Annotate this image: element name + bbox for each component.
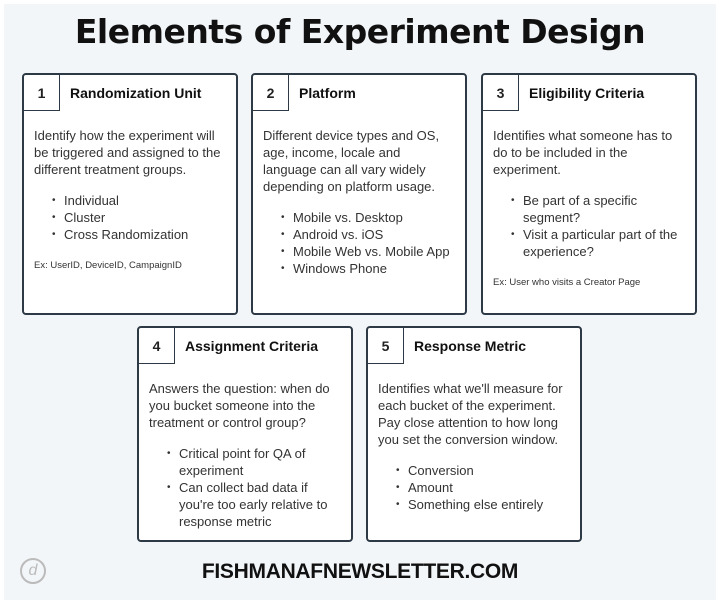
footer-url: FISHMANAFNEWSLETTER.COM <box>201 560 519 583</box>
card-text: Identify how the experiment will be trig… <box>34 128 221 177</box>
list-item: Android vs. iOS <box>281 226 455 243</box>
list-item: Something else entirely <box>396 496 570 513</box>
card-number: 3 <box>483 75 519 111</box>
card-title: Assignment Criteria <box>185 338 319 354</box>
bullet-list: Mobile vs. DesktopAndroid vs. iOSMobile … <box>263 209 455 277</box>
list-item: Be part of a specific segment? <box>511 192 685 226</box>
bullet-list: IndividualClusterCross Randomization <box>34 192 226 243</box>
list-item: Critical point for QA of experiment <box>167 445 341 479</box>
bullet-list: Critical point for QA of experimentCan c… <box>149 445 341 530</box>
list-item: Amount <box>396 479 570 496</box>
card-title: Randomization Unit <box>70 85 202 101</box>
list-item: Conversion <box>396 462 570 479</box>
card-number: 5 <box>368 328 404 364</box>
card-header: 1 Randomization Unit <box>24 75 236 111</box>
bullet-list: ConversionAmountSomething else entirely <box>378 462 570 513</box>
list-item: Individual <box>52 192 226 209</box>
list-item: Visit a particular part of the experienc… <box>511 226 685 260</box>
card-title: Eligibility Criteria <box>529 85 645 101</box>
card-text: Identifies what we'll measure for each b… <box>378 381 563 447</box>
card-number: 4 <box>139 328 175 364</box>
card-header: 5 Response Metric <box>368 328 580 364</box>
list-item: Cross Randomization <box>52 226 226 243</box>
card-header: 2 Platform <box>253 75 465 111</box>
card-title: Platform <box>299 85 356 101</box>
card-body: Identify how the experiment will be trig… <box>24 111 236 274</box>
list-item: Mobile Web vs. Mobile App <box>281 243 455 260</box>
bullet-list: Be part of a specific segment?Visit a pa… <box>493 192 685 260</box>
list-item: Windows Phone <box>281 260 455 277</box>
card-body: Identifies what we'll measure for each b… <box>368 364 580 513</box>
card-body: Answers the question: when do you bucket… <box>139 364 351 530</box>
logo-icon: d <box>20 558 46 584</box>
card-example: Ex: User who visits a Creator Page <box>493 277 641 288</box>
card-title: Response Metric <box>414 338 527 354</box>
card-header: 4 Assignment Criteria <box>139 328 351 364</box>
card-text: Identifies what someone has to do to be … <box>493 128 673 177</box>
card-body: Different device types and OS, age, inco… <box>253 111 465 277</box>
card-body: Identifies what someone has to do to be … <box>483 111 695 291</box>
card-example: Ex: UserID, DeviceID, CampaignID <box>34 260 182 271</box>
card-text: Answers the question: when do you bucket… <box>149 381 330 430</box>
page-title: Elements of Experiment Design <box>74 12 646 51</box>
card-header: 3 Eligibility Criteria <box>483 75 695 111</box>
list-item: Cluster <box>52 209 226 226</box>
list-item: Can collect bad data if you're too early… <box>167 479 341 530</box>
card-number: 1 <box>24 75 60 111</box>
list-item: Mobile vs. Desktop <box>281 209 455 226</box>
card-number: 2 <box>253 75 289 111</box>
card-text: Different device types and OS, age, inco… <box>263 128 440 194</box>
